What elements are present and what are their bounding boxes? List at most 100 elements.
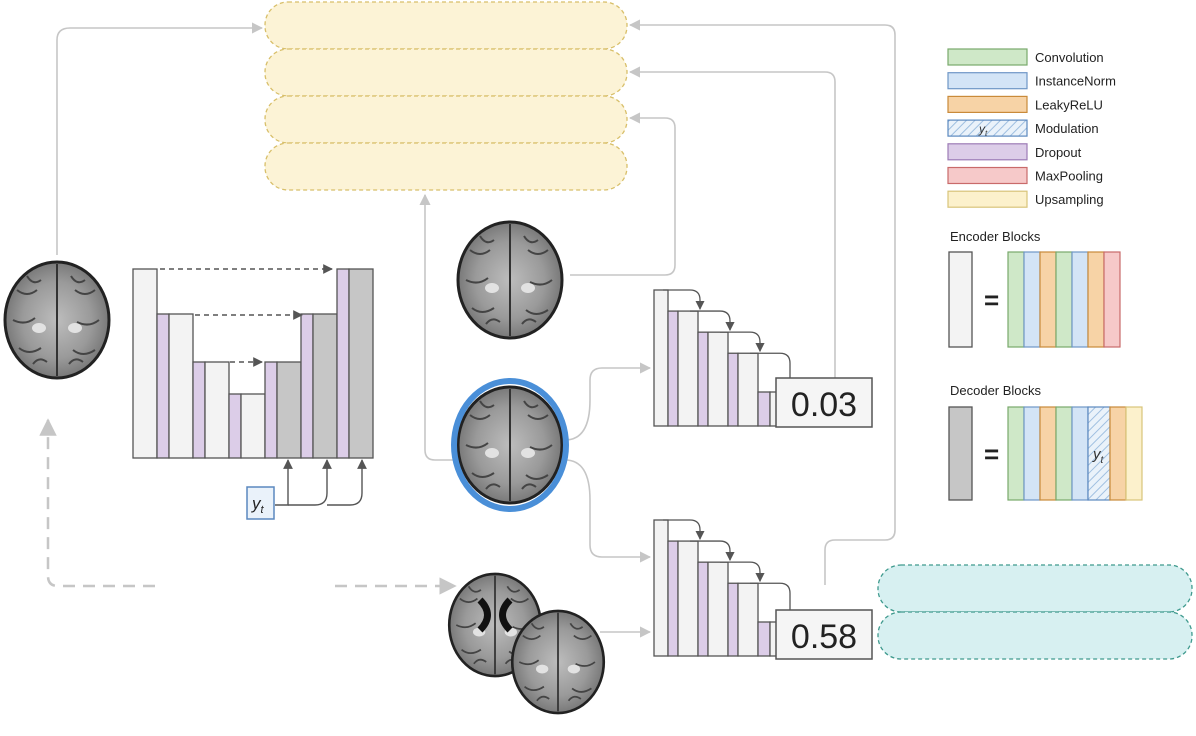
legend-swatch-instancenorm (947, 72, 1028, 90)
legend-label-modulation: Modulation (1035, 121, 1099, 136)
encoder-blocks-definition: Encoder Blocks = (948, 229, 1121, 348)
legend-label-upsampling: Upsampling (1035, 192, 1104, 207)
decoder-block-sample (948, 406, 973, 501)
legend-swatch-dropout (947, 143, 1028, 161)
decoder-strips-layer-instancenorm-1 (1023, 406, 1041, 501)
encoder-strips-layer-leakyrelu-2 (1039, 251, 1057, 348)
arrow-highlight-to-top-ae (564, 362, 652, 441)
ae-bottom-flow-arrow-2 (720, 561, 765, 583)
brain-input-image (3, 260, 111, 380)
arrow-input-to-bank (56, 22, 264, 255)
arrow-highlight-to-bottom-ae (564, 459, 652, 563)
legend-swatch-maxpooling (947, 166, 1028, 185)
upsampling-bank-row-1 (264, 1, 628, 50)
legend-modulation-subscript: t (985, 129, 988, 138)
ae-bottom-flow-arrow-3 (750, 582, 795, 621)
unet-block-1 (156, 313, 170, 459)
encoder-strips-layer-maxpooling-6 (1103, 251, 1121, 348)
ae-top-block-7 (757, 391, 771, 427)
unet-block-7 (264, 361, 278, 459)
decoder-blocks-title: Decoder Blocks (950, 383, 1042, 398)
ae-bottom-block-7 (757, 621, 771, 657)
encoder-block-sample (948, 251, 973, 348)
legend-label-convolution: Convolution (1035, 50, 1104, 65)
decoder-strips-layer-instancenorm-4 (1071, 406, 1089, 501)
legend-swatch-upsampling (947, 190, 1028, 208)
score-top-box: 0.03 (775, 377, 873, 428)
unet-block-8 (276, 361, 302, 459)
legend-label-leakyrelu: LeakyReLU (1035, 97, 1103, 112)
unet: yt (132, 264, 374, 520)
decoder-strips-layer-convolution-0 (1007, 406, 1025, 501)
upsampling-bank-row-2 (264, 48, 628, 97)
condition-arrows (275, 459, 367, 506)
encoder-strips-layer-convolution-0 (1007, 251, 1025, 348)
teal-bank (877, 564, 1193, 660)
decoder-blocks-definition: Decoder Blocks = yt (948, 383, 1143, 501)
ae-bottom-block-6 (737, 582, 759, 657)
ae-top-block-0 (653, 289, 669, 427)
unet-block-5 (228, 393, 242, 459)
unet-block-12 (348, 268, 374, 459)
ae-top-flow-arrow-2 (720, 331, 765, 353)
encoder-equals: = (984, 285, 999, 315)
ae-bottom-flow-arrow-1 (690, 540, 735, 562)
condition-input: yt (246, 486, 275, 520)
ae-top-flow-arrow-3 (750, 352, 795, 391)
unet-block-4 (204, 361, 230, 459)
score-top-value: 0.03 (791, 386, 857, 424)
ae-top-block-3 (697, 331, 709, 427)
legend-item-leakyrelu: LeakyReLU (947, 95, 1103, 114)
ae-bottom-block-3 (697, 561, 709, 657)
legend-label-instancenorm: InstanceNorm (1035, 74, 1116, 89)
encoder-strips-layer-convolution-3 (1055, 251, 1073, 348)
ae-bottom-block-2 (677, 540, 699, 657)
arrow-highlight-to-bank (419, 193, 455, 461)
legend-swatch-modulation (947, 119, 1028, 137)
decoder-strips-layer-convolution-3 (1055, 406, 1073, 501)
svg-text:yt: yt (1092, 446, 1105, 466)
skip-connections (160, 264, 333, 367)
score-bottom-value: 0.58 (791, 618, 857, 656)
score-bottom-box: 0.58 (775, 609, 873, 660)
legend-label-maxpooling: MaxPooling (1035, 169, 1103, 184)
ae-top-block-4 (707, 331, 729, 427)
unet-block-10 (312, 313, 338, 459)
decoder-strips-layer-upsampling-7 (1125, 406, 1143, 501)
legend-modulation-symbol: y (978, 122, 986, 136)
brain-pair-images (447, 572, 606, 715)
legend-item-dropout: Dropout (947, 143, 1082, 161)
brain-highlighted-image (451, 378, 569, 512)
upsampling-bank (264, 1, 628, 191)
ae-bottom-block-1 (667, 540, 679, 657)
arrow-brain-to-bank (570, 112, 676, 276)
unet-block-6 (240, 393, 266, 459)
encoder-strips-layer-leakyrelu-5 (1087, 251, 1105, 348)
encoder-strips-layer-instancenorm-1 (1023, 251, 1041, 348)
legend-item-convolution: Convolution (947, 48, 1104, 66)
decoder-strips-layer-leakyrelu-6 (1109, 406, 1127, 501)
legend-label-dropout: Dropout (1035, 145, 1082, 160)
decoder-equals: = (984, 439, 999, 469)
unet-block-3 (192, 361, 206, 459)
unet-block-9 (300, 313, 314, 459)
upsampling-bank-row-4 (264, 142, 628, 191)
legend-swatch-convolution (947, 48, 1028, 66)
ae-bottom-block-4 (707, 561, 729, 657)
ae-bottom-flow-arrow-0 (663, 519, 705, 540)
condition-symbol: y (251, 494, 262, 513)
arrow-far-right-to-bank (628, 19, 896, 585)
brain-reference-image (456, 220, 564, 340)
autoencoder-top (653, 289, 795, 427)
upsampling-bank-row-3 (264, 95, 628, 144)
dashed-arrow-up (39, 418, 155, 588)
encoder-strips-layer-instancenorm-4 (1071, 251, 1089, 348)
legend-item-maxpooling: MaxPooling (947, 166, 1103, 185)
ae-bottom-block-5 (727, 582, 739, 657)
decoder-strips-layer-leakyrelu-2 (1039, 406, 1057, 501)
autoencoder-bottom (653, 519, 795, 657)
svg-text:yt: yt (978, 122, 988, 138)
decoder-modulation-subscript: t (1101, 455, 1105, 466)
unet-block-0 (132, 268, 158, 459)
